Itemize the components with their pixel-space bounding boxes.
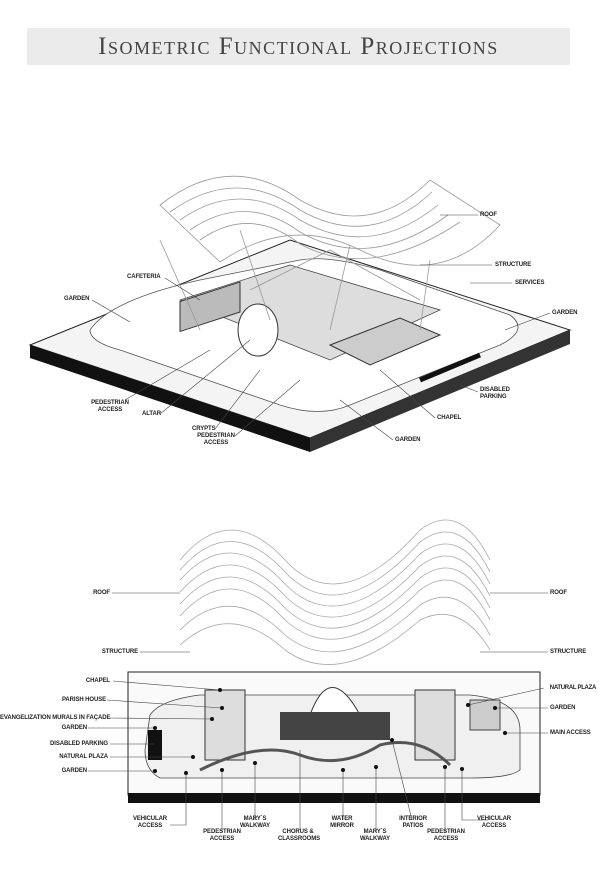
label-services: SERVICES xyxy=(515,280,545,286)
label-structure-left: STRUCTURE xyxy=(101,649,138,655)
label-garden-right: GARDEN xyxy=(552,310,578,316)
top-isometric-drawing xyxy=(28,175,572,452)
label-interior-patios: INTERIOR PATIOS xyxy=(399,816,427,829)
label-structure: STRUCTURE xyxy=(495,262,532,268)
label-crypts: CRYPTS xyxy=(192,426,216,432)
label-parish-house: PARISH HOUSE xyxy=(61,697,106,703)
label-roof-right: ROOF xyxy=(550,590,567,596)
label-chorus-classrooms: CHORUS & CLASSROOMS xyxy=(278,829,321,842)
label-pedestrian-access-right: PEDESTRIAN ACCESS xyxy=(427,829,465,842)
label-roof-left: ROOF xyxy=(93,590,110,596)
label-chapel: CHAPEL xyxy=(85,678,110,684)
label-pedestrian-access-1: PEDESTRIAN ACCESS xyxy=(91,400,129,413)
bottom-elevation-drawing xyxy=(88,519,548,832)
label-garden-right: GARDEN xyxy=(550,705,576,711)
label-disabled-parking: DISABLED PARKING xyxy=(480,387,510,400)
label-garden-bottom: GARDEN xyxy=(395,437,421,443)
label-roof: ROOF xyxy=(480,212,497,218)
label-natural-plaza-left: NATURAL PLAZA xyxy=(59,754,108,760)
label-garden-1: GARDEN xyxy=(61,725,88,731)
label-pedestrian-access-2: PEDESTRIAN ACCESS xyxy=(197,433,235,446)
label-chapel: CHAPEL xyxy=(437,415,462,421)
label-vehicular-access-left: VEHICULAR ACCESS xyxy=(132,816,168,829)
title-banner: Isometric Functional Projections xyxy=(27,28,570,65)
label-water-mirror: WATER MIRROR xyxy=(330,816,354,829)
label-structure-right: STRUCTURE xyxy=(550,649,587,655)
label-cafeteria: CAFETERIA xyxy=(127,274,161,280)
label-main-access: MAIN ACCESS xyxy=(550,730,591,736)
label-natural-plaza-right: NATURAL PLAZA xyxy=(549,685,597,691)
label-marys-walkway-right: MARY´S WALKWAY xyxy=(359,829,391,842)
label-altar: ALTAR xyxy=(142,411,161,417)
label-marys-walkway-left: MARY´S WALKWAY xyxy=(239,816,271,829)
label-disabled-parking: DISABLED PARKING xyxy=(50,741,108,747)
page-title: Isometric Functional Projections xyxy=(98,32,499,60)
label-pedestrian-access-left: PEDESTRIAN ACCESS xyxy=(203,829,241,842)
label-vehicular-access-right: VEHICULAR ACCESS xyxy=(476,816,512,829)
label-evangelization-murals: EVANGELIZATION MURALS IN FAÇADE xyxy=(0,715,111,721)
label-garden-left: GARDEN xyxy=(64,296,90,302)
label-garden-2: GARDEN xyxy=(61,768,88,774)
